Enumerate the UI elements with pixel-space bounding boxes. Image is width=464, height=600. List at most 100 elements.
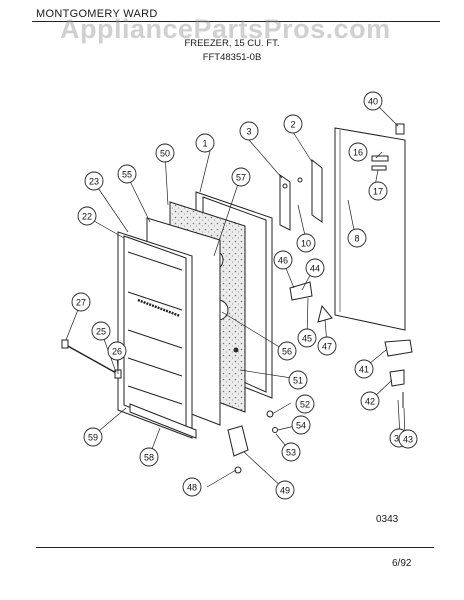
callout-number: 16	[353, 147, 363, 157]
callout-52: 52	[295, 394, 315, 414]
callout-number: 27	[76, 297, 86, 307]
callout-number: 49	[280, 485, 290, 495]
callout-number: 3	[246, 126, 251, 136]
callout-59: 59	[83, 427, 103, 447]
callout-circle	[281, 442, 301, 462]
callout-circle	[360, 391, 380, 411]
brand-label: MONTGOMERY WARD	[36, 8, 158, 20]
callout-26: 26	[107, 341, 127, 361]
callout-27: 27	[71, 292, 91, 312]
callout-number: 8	[354, 233, 359, 243]
callout-number: 48	[187, 482, 197, 492]
callout-circle	[348, 142, 368, 162]
outer-door-panel	[334, 127, 406, 331]
callout-circle	[71, 292, 91, 312]
callout-8: 8	[347, 228, 367, 248]
callout-22: 22	[77, 206, 97, 226]
callout-number: 40	[368, 96, 378, 106]
callout-circle	[91, 321, 111, 341]
callout-number: 22	[82, 211, 92, 221]
callout-circle	[155, 143, 175, 163]
callout-number: 58	[144, 452, 154, 462]
callout-circle	[291, 415, 311, 435]
callout-3: 3	[239, 121, 259, 141]
callout-57: 57	[231, 167, 251, 187]
figure-code: 0343	[376, 514, 399, 525]
callout-42: 42	[360, 391, 380, 411]
callout-number: 50	[160, 148, 170, 158]
callout-number: 56	[282, 346, 292, 356]
callout-54: 54	[291, 415, 311, 435]
callout-number: 54	[296, 420, 306, 430]
callout-circle	[398, 429, 418, 449]
callout-number: 23	[89, 176, 99, 186]
callout-circle	[275, 480, 295, 500]
callout-circle	[297, 328, 317, 348]
callout-circle	[283, 114, 303, 134]
callout-45: 45	[297, 328, 317, 348]
callout-53: 53	[281, 442, 301, 462]
callout-number: 46	[278, 255, 288, 265]
callout-41: 41	[354, 359, 374, 379]
callout-circle	[347, 228, 367, 248]
callout-circle	[277, 341, 297, 361]
model-number: FFT48351-0B	[202, 52, 262, 63]
callout-40: 40	[363, 91, 383, 111]
callout-circle	[305, 258, 325, 278]
callout-number: 59	[88, 432, 98, 442]
callout-number: 43	[403, 434, 413, 444]
callout-circle	[117, 164, 137, 184]
callout-number: 47	[322, 341, 332, 351]
callout-circle	[273, 250, 293, 270]
callout-circle	[182, 477, 202, 497]
callout-58: 58	[139, 447, 159, 467]
callout-number: 53	[286, 447, 296, 457]
callout-23: 23	[84, 171, 104, 191]
callout-circle	[295, 394, 315, 414]
callout-50: 50	[155, 143, 175, 163]
callout-circle	[77, 206, 97, 226]
callout-44: 44	[305, 258, 325, 278]
callout-46: 46	[273, 250, 293, 270]
callout-1: 1	[195, 133, 215, 153]
callout-10: 10	[296, 233, 316, 253]
callout-25: 25	[91, 321, 111, 341]
callout-number: 57	[236, 172, 246, 182]
callout-circle	[296, 233, 316, 253]
callout-47: 47	[317, 336, 337, 356]
callout-49: 49	[275, 480, 295, 500]
callout-circle	[195, 133, 215, 153]
callout-43: 43	[398, 429, 418, 449]
callout-number: 55	[122, 169, 132, 179]
nameplate	[371, 155, 389, 162]
callout-circle	[239, 121, 259, 141]
callout-17: 17	[368, 181, 388, 201]
top-hinge	[384, 339, 413, 357]
callout-circle	[84, 171, 104, 191]
callout-2: 2	[283, 114, 303, 134]
callout-number: 45	[302, 333, 312, 343]
callout-number: 17	[373, 186, 383, 196]
callout-number: 41	[359, 364, 369, 374]
callout-circle	[288, 370, 308, 390]
shelf-rod	[65, 344, 119, 375]
callout-number: 51	[293, 375, 303, 385]
callout-number: 1	[202, 138, 207, 148]
callout-number: 26	[112, 346, 122, 356]
header-rule	[32, 21, 440, 22]
callout-55: 55	[117, 164, 137, 184]
callout-circle	[363, 91, 383, 111]
callout-circle	[139, 447, 159, 467]
watermark: AppliancePartsPros.com	[60, 14, 391, 44]
diagram-title: FREEZER, 15 CU. FT.	[184, 38, 280, 49]
callout-group: 1238101617222325262739404142434445464748…	[71, 91, 418, 500]
callout-circle	[317, 336, 337, 356]
callout-number: 10	[301, 238, 311, 248]
callout-circle	[368, 181, 388, 201]
callout-number: 52	[300, 399, 310, 409]
footer-rule	[36, 547, 434, 548]
callout-number: 25	[96, 326, 106, 336]
callout-16: 16	[348, 142, 368, 162]
callout-number: 44	[310, 263, 320, 273]
